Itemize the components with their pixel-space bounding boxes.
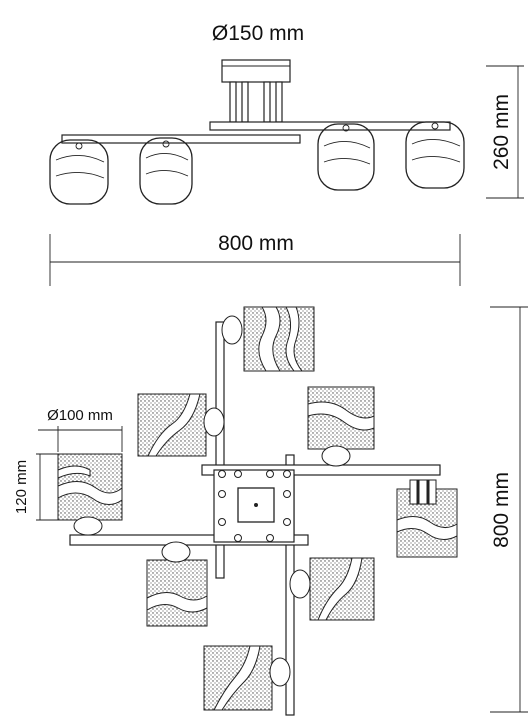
plan-shade-2	[137, 393, 225, 457]
plan-shade-1	[221, 306, 315, 372]
plan-shade-4	[57, 453, 123, 536]
plan-arm-left	[215, 321, 225, 579]
height-dimension: 260 mm	[486, 65, 524, 199]
front-shade-1	[49, 139, 109, 205]
plan-length-dimension: 800 mm	[490, 306, 528, 713]
plan-shade-8	[203, 645, 291, 711]
height-label: 260 mm	[490, 94, 513, 170]
canopy-diameter-label: Ø150 mm	[212, 22, 304, 45]
hub-screws	[218, 470, 291, 542]
canopy	[221, 59, 291, 83]
front-view: Ø150 mm	[49, 22, 524, 286]
canopy-rods	[229, 81, 283, 123]
plan-arm-bottom	[69, 534, 309, 546]
plan-shade-5	[396, 479, 458, 558]
shade-diameter-dimension: Ø100 mm	[38, 407, 123, 452]
plan-hub	[213, 469, 295, 543]
plan-shade-6	[146, 541, 208, 627]
shade-height-dimension: 120 mm	[13, 453, 58, 521]
width-dimension: 800 mm	[49, 232, 461, 286]
plan-arm-top	[201, 464, 441, 476]
front-shade-2	[139, 137, 193, 205]
front-shade-3	[317, 123, 375, 191]
width-label: 800 mm	[218, 232, 294, 255]
plan-length-label: 800 mm	[490, 472, 513, 548]
plan-view: Ø100 mm 120 mm 800 mm	[13, 306, 528, 716]
shade-height-label: 120 mm	[13, 460, 30, 514]
lower-arm	[61, 134, 301, 144]
front-shade-4	[405, 121, 465, 189]
plan-shade-7	[289, 557, 375, 621]
plan-shade-3	[307, 386, 375, 467]
shade-diameter-label: Ø100 mm	[47, 407, 113, 424]
